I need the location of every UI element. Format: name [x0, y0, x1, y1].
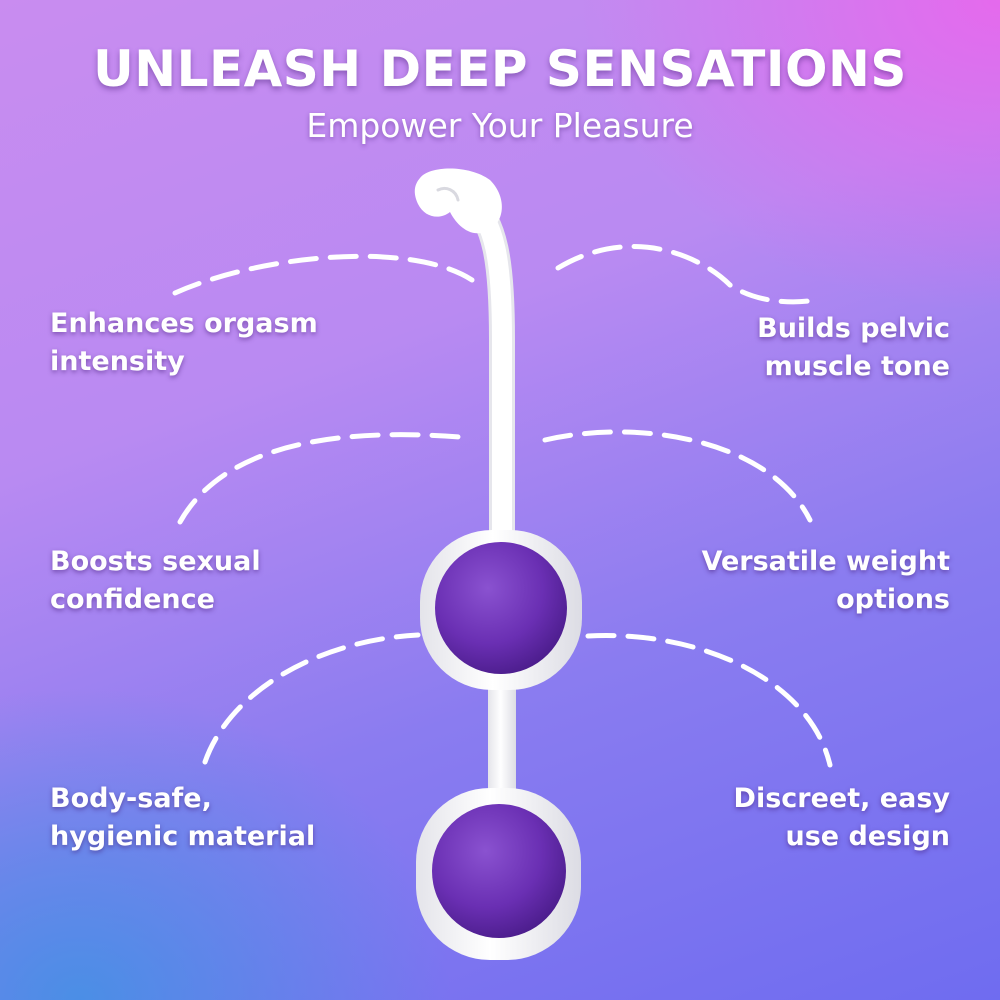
subheadline: Empower Your Pleasure [306, 106, 694, 145]
retrieval-cord [457, 187, 515, 558]
bottom-ball [432, 804, 566, 938]
feature-orgasm-intensity: Enhances orgasm intensity [50, 305, 318, 381]
ring-connector [488, 670, 516, 820]
connector-line-4 [542, 429, 813, 523]
feature-line: Builds pelvic [757, 313, 950, 344]
headline: UNLEASH DEEP SENSATIONS [93, 40, 907, 98]
feature-line: Boosts sexual [50, 546, 261, 577]
top-ball-assembly [420, 530, 582, 690]
feature-weight-options: Versatile weight options [702, 543, 950, 619]
connector-line-5 [202, 632, 421, 765]
feature-sexual-confidence: Boosts sexual confidence [50, 543, 261, 619]
connector-line-6 [585, 633, 833, 768]
bottom-ball-assembly [416, 788, 581, 960]
feature-line: muscle tone [764, 351, 950, 382]
feature-line: use design [785, 821, 950, 852]
feature-line: Enhances orgasm [50, 308, 318, 339]
feature-discreet-design: Discreet, easy use design [734, 780, 950, 856]
feature-line: intensity [50, 346, 185, 377]
connector-line-3 [177, 432, 463, 525]
feature-line: hygienic material [50, 821, 316, 852]
feature-pelvic-tone: Builds pelvic muscle tone [757, 310, 950, 386]
header: UNLEASH DEEP SENSATIONS Empower Your Ple… [0, 40, 1000, 146]
feature-line: options [836, 584, 950, 615]
feature-line: Discreet, easy [733, 783, 950, 814]
feature-line: Body-safe, [50, 783, 212, 814]
feature-line: confidence [50, 584, 215, 615]
feature-body-safe: Body-safe, hygienic material [50, 780, 315, 856]
connector-line-1 [172, 253, 475, 296]
connector-line-2 [555, 244, 818, 305]
cord-tip [414, 168, 502, 234]
feature-line: Versatile weight [701, 546, 950, 577]
top-ball [435, 542, 567, 674]
